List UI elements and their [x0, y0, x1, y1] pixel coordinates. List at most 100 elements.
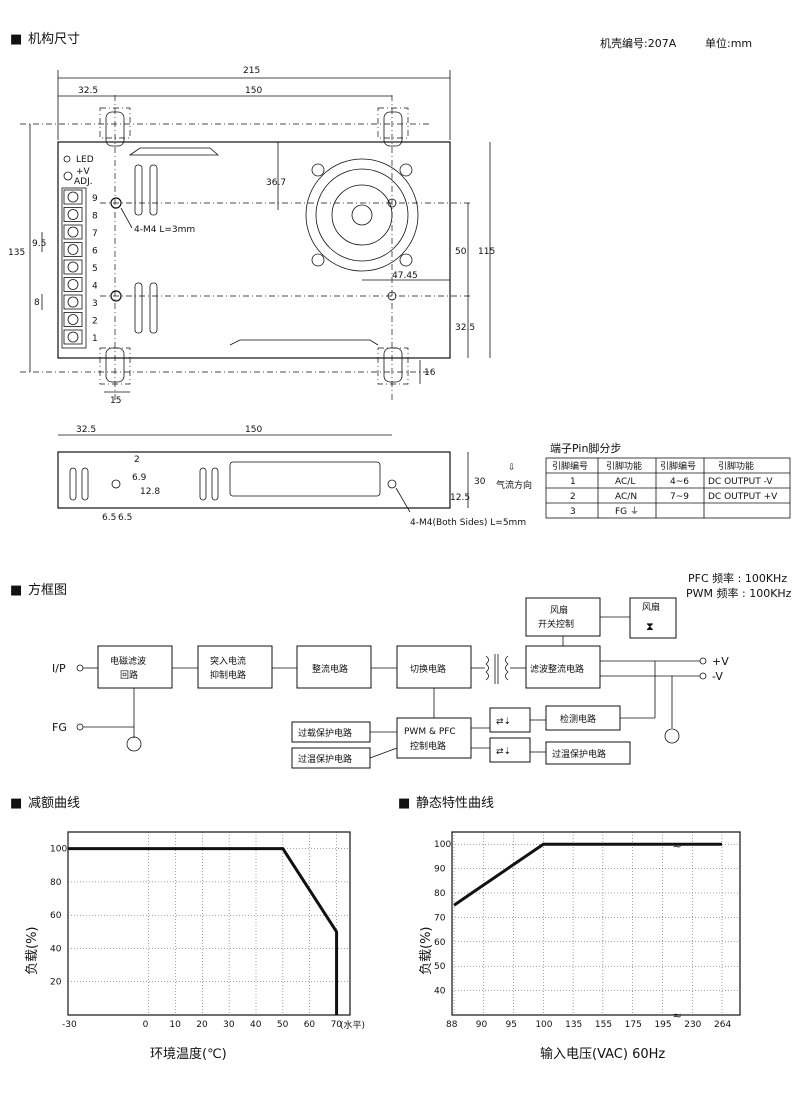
- overtemp-label-left: 过温保护电路: [298, 753, 352, 765]
- terminal-screw-head: [67, 226, 79, 238]
- dim-15: 15: [110, 396, 121, 406]
- fan-screw: [399, 253, 413, 267]
- y-tick-label: 60: [50, 911, 62, 921]
- chart-frame: [67, 831, 351, 1016]
- y-tick-label: 40: [434, 987, 446, 997]
- side-view-outline: [57, 451, 451, 509]
- x-tick-label: 0: [143, 1020, 149, 1030]
- fan-block: [629, 597, 677, 639]
- adj-potentiometer: [63, 171, 73, 181]
- fan-screw: [399, 163, 413, 177]
- vent-slot: [149, 164, 158, 216]
- terminal-screw-head: [67, 314, 79, 325]
- m4-hole: [387, 198, 397, 208]
- terminal-screw: [63, 242, 83, 257]
- fan-control-label: 风扇: [550, 604, 568, 616]
- overtemp-block-right: [545, 741, 631, 765]
- fg-label: FG: [52, 721, 67, 734]
- inrush-label: 突入电流: [210, 655, 246, 667]
- terminal-number: 8: [92, 212, 98, 222]
- x-tick-label: 50: [277, 1020, 289, 1030]
- x-tick-label: 175: [625, 1020, 642, 1030]
- vplus-terminal: [699, 657, 707, 665]
- optocoupler-symbol: ⇄⇣: [496, 747, 511, 757]
- y-tick-label: 70: [434, 913, 446, 923]
- input-label: I/P: [52, 662, 66, 675]
- x-tick-label: 30: [223, 1020, 235, 1030]
- terminal-block: [61, 187, 87, 349]
- pin-cell: 7~9: [670, 492, 689, 502]
- vent-slot: [134, 164, 143, 216]
- side-dim-6-9: 6.9: [132, 473, 147, 483]
- terminal-screw: [63, 329, 83, 345]
- side-vent: [211, 467, 219, 501]
- led-indicator: [63, 155, 71, 163]
- x-tick-label: 88: [446, 1020, 458, 1030]
- terminal-screw: [63, 259, 83, 275]
- x-tick-label: 10: [169, 1020, 181, 1030]
- airflow-label: 气流方向: [496, 479, 532, 491]
- optocoupler-symbol: ⇄⇣: [496, 717, 511, 727]
- switching-label: 切换电路: [410, 663, 446, 675]
- dim-135: 135: [8, 248, 25, 258]
- dim-150: 150: [245, 86, 262, 96]
- terminal-screw: [63, 224, 83, 240]
- derating-xlabel: 环境温度(℃): [150, 1046, 227, 1062]
- x-tick-label: 155: [595, 1020, 612, 1030]
- side-dim-2: 2: [134, 455, 140, 465]
- side-hole: [387, 479, 397, 489]
- pwm-pfc-label: PWM & PFC: [404, 727, 456, 737]
- fan-icon: ⧗: [646, 620, 654, 633]
- rectifier-block: [296, 645, 372, 689]
- mount-bracket: [99, 347, 131, 385]
- static-section-title: 静态特性曲线: [416, 796, 494, 811]
- fan-hub: [351, 204, 373, 226]
- pin-table-header: 引脚功能: [606, 460, 642, 472]
- input-terminal: [76, 664, 84, 672]
- dim-36-7: 36.7: [266, 178, 286, 188]
- side-vent: [199, 467, 207, 501]
- side-dim-30: 30: [474, 477, 486, 487]
- terminal-screw-head: [67, 244, 79, 255]
- axis-break-icon: ≈: [672, 839, 681, 852]
- cover-edge: [229, 339, 379, 346]
- m4-hole: [110, 197, 122, 209]
- y-tick-label: 100: [50, 845, 67, 855]
- inrush-block: [197, 645, 273, 689]
- pin-cell: 1: [570, 477, 576, 487]
- vplus-output-label: +V: [712, 655, 729, 668]
- side-dim-32-5: 32.5: [76, 425, 96, 435]
- derating-line: [68, 847, 339, 1015]
- emi-label: 回路: [120, 669, 138, 681]
- fan-guard-inner: [331, 184, 393, 246]
- dim-16: 16: [424, 368, 436, 378]
- fan-control-label: 开关控制: [538, 618, 574, 630]
- mount-slot: [383, 347, 403, 383]
- case-number: 机壳编号:207A: [600, 36, 677, 50]
- dim-32-5-right: 32.5: [455, 323, 475, 333]
- dim-215: 215: [243, 66, 260, 76]
- y-tick-label: 80: [50, 878, 62, 888]
- x-tick-label: 264: [714, 1020, 731, 1030]
- airflow-arrow: ⇩: [508, 463, 516, 473]
- x-tick-label: 40: [250, 1020, 262, 1030]
- dim-50: 50: [455, 247, 467, 257]
- side-vent: [69, 467, 77, 501]
- y-tick-label: 80: [434, 889, 446, 899]
- fan-control-block: [525, 597, 601, 637]
- optocoupler-icon: [489, 707, 531, 733]
- chart-frame: [451, 831, 741, 1016]
- mech-section-title: 机构尺寸: [28, 32, 80, 47]
- x-tick-label: 20: [196, 1020, 208, 1030]
- pfc-frequency: PFC 频率 : 100KHz: [688, 571, 787, 585]
- dim-9-5: 9.5: [32, 239, 46, 249]
- m4-hole: [110, 290, 122, 302]
- pwm-pfc-block: [396, 717, 472, 759]
- adj-label: ADJ.: [74, 177, 93, 187]
- terminal-number: 5: [92, 264, 98, 274]
- terminal-number: 7: [92, 229, 98, 239]
- x-tick-label: 230: [684, 1020, 701, 1030]
- fan-guard-outer: [305, 158, 419, 272]
